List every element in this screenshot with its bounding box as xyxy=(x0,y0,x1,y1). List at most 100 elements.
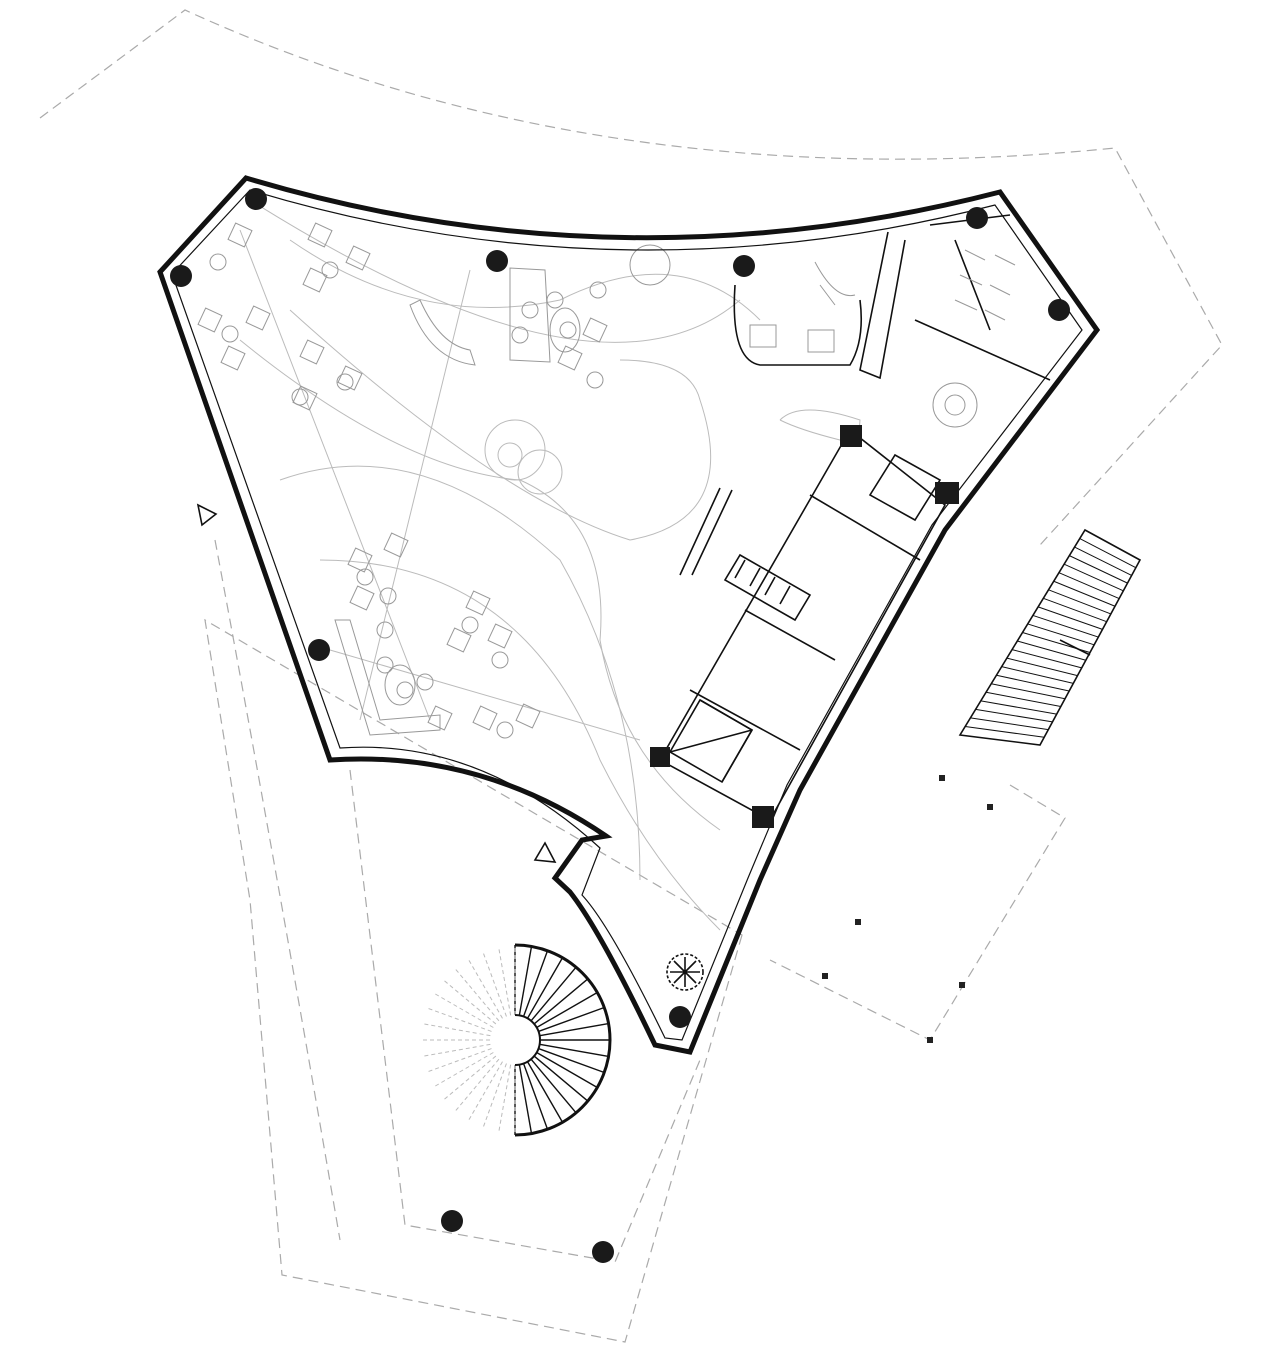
spiral-staircase xyxy=(420,943,612,1137)
chair xyxy=(302,267,328,293)
spiral-tread xyxy=(533,978,589,1025)
spiral-tread-below xyxy=(425,1048,492,1073)
column xyxy=(308,639,330,661)
chair xyxy=(345,245,371,271)
tree-icon xyxy=(666,953,704,991)
column xyxy=(669,1006,691,1028)
stair-tread xyxy=(1037,606,1103,630)
column xyxy=(966,207,988,229)
spiral-tread-below xyxy=(421,1023,491,1037)
stair-tread xyxy=(991,683,1066,700)
core-column xyxy=(840,425,862,447)
chair xyxy=(307,222,333,248)
exterior-wall-inner xyxy=(171,189,1083,1041)
stair-tread xyxy=(1011,649,1082,669)
spiral-tread-below xyxy=(432,992,494,1028)
table xyxy=(496,721,514,739)
chair xyxy=(292,385,318,411)
chair xyxy=(245,305,271,331)
entrance-triangle-icon xyxy=(196,503,218,527)
table xyxy=(336,373,354,391)
pier-dot xyxy=(987,804,993,810)
stair-tread xyxy=(1043,597,1107,623)
table xyxy=(461,616,479,634)
inner-terrace-boundary xyxy=(349,769,701,1263)
spiral-tread-below xyxy=(441,1055,497,1102)
column xyxy=(441,1210,463,1232)
stair-tread xyxy=(1063,563,1124,592)
stair-tread xyxy=(985,691,1061,707)
pier-dot xyxy=(939,775,945,781)
stair-tread xyxy=(1058,572,1120,600)
stair-tread xyxy=(1032,614,1099,638)
spiral-tread xyxy=(539,1043,609,1058)
stair-tread xyxy=(980,700,1057,715)
core-column xyxy=(752,806,774,828)
column xyxy=(245,188,267,210)
service-core xyxy=(650,409,959,828)
chair xyxy=(446,627,472,653)
table xyxy=(321,261,339,279)
table xyxy=(379,587,397,605)
column xyxy=(1048,299,1070,321)
spiral-tread-below xyxy=(453,966,500,1022)
spiral-tread-below xyxy=(467,957,503,1019)
sofa xyxy=(814,261,856,306)
spiral-inner-rail xyxy=(514,1014,541,1066)
furniture-group xyxy=(197,222,856,739)
stair-tread xyxy=(1022,632,1091,653)
chair xyxy=(197,307,223,333)
spiral-tread xyxy=(538,1006,605,1033)
stair-tread xyxy=(1006,657,1078,677)
spiral-tread xyxy=(526,957,564,1019)
core-column xyxy=(650,747,670,767)
spiral-tread-below xyxy=(425,1007,492,1032)
table xyxy=(416,673,434,691)
column xyxy=(592,1241,614,1263)
pier-dot xyxy=(927,1037,933,1043)
circulation-paths xyxy=(239,199,761,931)
chair xyxy=(582,317,608,343)
table xyxy=(559,321,577,339)
spiral-tread-below xyxy=(453,1058,500,1114)
table xyxy=(376,621,394,639)
table xyxy=(549,307,581,353)
spiral-tread xyxy=(539,1022,609,1037)
chair xyxy=(807,329,835,353)
chair xyxy=(349,585,375,611)
stair-tread xyxy=(1053,580,1116,607)
spiral-tread-below xyxy=(482,1063,507,1130)
table xyxy=(521,301,539,319)
sofa xyxy=(409,299,476,366)
table xyxy=(589,281,607,299)
stair-tread xyxy=(1017,640,1086,661)
exterior-wall xyxy=(157,175,1101,1055)
table xyxy=(356,568,374,586)
spiral-tread xyxy=(522,1063,549,1130)
spiral-tread-below xyxy=(441,978,497,1025)
entrance-triangle-icon xyxy=(533,841,557,863)
sofa xyxy=(509,267,551,363)
pier-dot xyxy=(855,919,861,925)
exterior-staircase xyxy=(958,528,1142,746)
structural-columns xyxy=(170,188,1070,1263)
table xyxy=(629,244,671,286)
stair-tread xyxy=(1048,589,1112,615)
stair-tread xyxy=(1027,623,1095,646)
spiral-tread xyxy=(536,991,598,1029)
spiral-tread xyxy=(533,1055,589,1102)
spiral-tread-below xyxy=(498,1064,512,1134)
spiral-tread-below xyxy=(467,1061,503,1123)
table xyxy=(209,253,227,271)
outer-boundary-line xyxy=(214,539,341,1241)
column xyxy=(486,250,508,272)
table xyxy=(291,388,309,406)
table xyxy=(384,664,416,706)
stair-tread xyxy=(1074,546,1132,576)
chair xyxy=(472,705,498,731)
chair xyxy=(749,324,777,348)
spiral-tread-below xyxy=(482,950,507,1017)
spiral-tread xyxy=(530,1058,577,1114)
spiral-tread xyxy=(518,946,533,1016)
